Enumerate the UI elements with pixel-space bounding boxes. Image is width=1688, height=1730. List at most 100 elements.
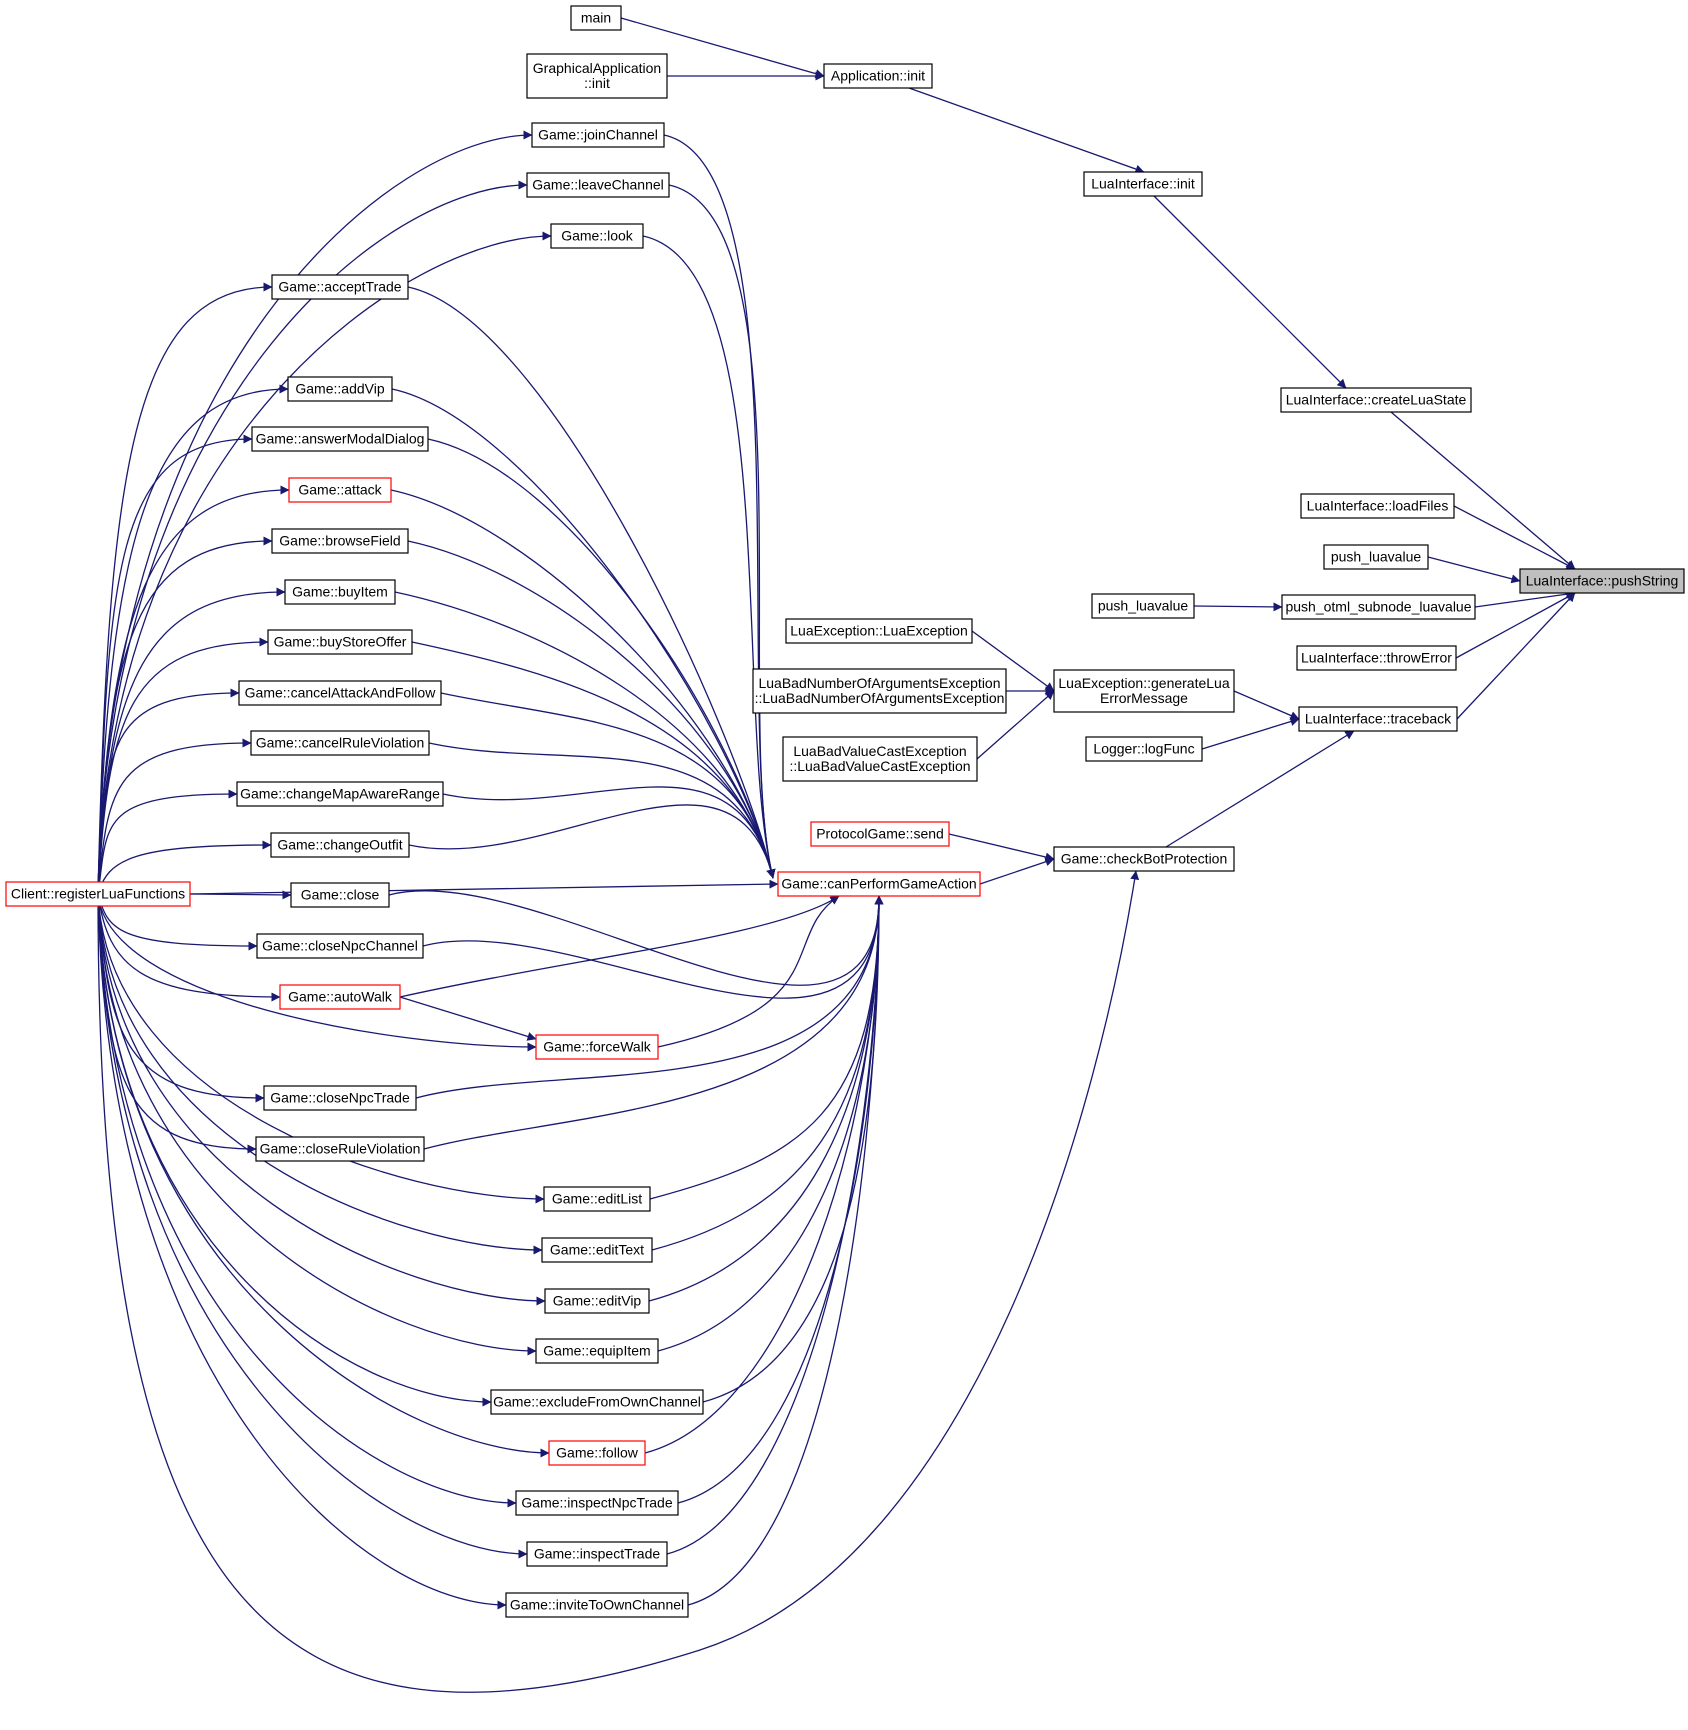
- node-label: Game::attack: [298, 482, 382, 498]
- node-cancelattack[interactable]: Game::cancelAttackAndFollow: [238, 680, 442, 706]
- node-label: Game::close: [301, 887, 380, 903]
- node-browsefield[interactable]: Game::browseField: [271, 528, 409, 554]
- node-inspecttrade[interactable]: Game::inspectTrade: [526, 1541, 668, 1567]
- node-box: [570, 5, 622, 31]
- node-forcewalk[interactable]: Game::forceWalk: [535, 1034, 659, 1060]
- node-logfunc[interactable]: Logger::logFunc: [1085, 736, 1203, 762]
- node-leavechannel[interactable]: Game::leaveChannel: [526, 172, 670, 198]
- node-label: Game::autoWalk: [288, 989, 393, 1005]
- node-closenpctrade[interactable]: Game::closeNpcTrade: [263, 1085, 417, 1111]
- node-changeoutfit[interactable]: Game::changeOutfit: [270, 832, 410, 858]
- edge-forcewalk-to-canperform: [657, 895, 840, 1048]
- node-box: [782, 736, 978, 782]
- node-graphicalapp-init[interactable]: GraphicalApplication::init: [526, 53, 668, 99]
- node-luabadvalue[interactable]: LuaBadValueCastException::LuaBadValueCas…: [782, 736, 978, 782]
- edge-registerlua-to-changemap: [97, 789, 238, 895]
- node-traceback[interactable]: LuaInterface::traceback: [1298, 706, 1458, 732]
- edge-inspectnpctrade-to-canperform: [677, 895, 884, 1504]
- node-label: Game::cancelRuleViolation: [256, 735, 425, 751]
- node-label: LuaInterface::createLuaState: [1286, 392, 1467, 408]
- node-label: LuaInterface::pushString: [1526, 573, 1679, 589]
- node-inspectnpctrade[interactable]: Game::inspectNpcTrade: [515, 1490, 679, 1516]
- edge-registerlua-to-look: [97, 231, 552, 895]
- node-pushstring[interactable]: LuaInterface::pushString: [1519, 568, 1685, 594]
- node-buystoreoffer[interactable]: Game::buyStoreOffer: [267, 629, 413, 655]
- node-label: Game::closeRuleViolation: [260, 1141, 421, 1157]
- edge-registerlua-to-forcewalk: [97, 893, 537, 1052]
- node-equipitem[interactable]: Game::equipItem: [535, 1338, 659, 1364]
- node-label: LuaInterface::init: [1091, 176, 1195, 192]
- node-label: Game::joinChannel: [538, 127, 658, 143]
- node-look[interactable]: Game::look: [550, 223, 644, 249]
- node-box: [505, 1592, 689, 1618]
- edge-createluastate-to-pushstring: [1390, 411, 1576, 570]
- node-protocolgame-send[interactable]: ProtocolGame::send: [810, 821, 950, 847]
- node-joinchannel[interactable]: Game::joinChannel: [531, 122, 665, 148]
- node-push-luavalue-b[interactable]: push_luavalue: [1091, 593, 1195, 619]
- node-loadfiles[interactable]: LuaInterface::loadFiles: [1300, 493, 1455, 519]
- node-throwerror[interactable]: LuaInterface::throwError: [1296, 645, 1457, 671]
- node-checkbotprotection[interactable]: Game::checkBotProtection: [1053, 846, 1235, 872]
- node-box: [238, 680, 442, 706]
- node-box: [1083, 171, 1203, 197]
- node-label: Game::addVip: [295, 381, 384, 397]
- node-box: [543, 1186, 651, 1212]
- node-cancelrule[interactable]: Game::cancelRuleViolation: [250, 730, 430, 756]
- node-answermodal[interactable]: Game::answerModalDialog: [251, 426, 429, 452]
- node-box: [1280, 387, 1472, 413]
- node-changemap[interactable]: Game::changeMapAwareRange: [236, 781, 444, 807]
- node-box: [490, 1389, 704, 1415]
- node-editlist[interactable]: Game::editList: [543, 1186, 651, 1212]
- node-excludefromown[interactable]: Game::excludeFromOwnChannel: [490, 1389, 704, 1415]
- node-addvip[interactable]: Game::addVip: [287, 376, 393, 402]
- node-edittext[interactable]: Game::editText: [541, 1237, 653, 1263]
- edge-edittext-to-canperform: [651, 895, 884, 1251]
- edge-registerlua-to-cancelrule: [97, 738, 252, 895]
- edge-registerlua-to-closerule: [97, 893, 257, 1154]
- edge-registerlua-to-leavechannel: [97, 180, 528, 895]
- edge-closenpcchannel-to-canperform: [422, 895, 884, 999]
- node-luabadnum[interactable]: LuaBadNumberOfArgumentsException::LuaBad…: [752, 668, 1007, 714]
- node-box: [531, 122, 665, 148]
- edge-main-to-application-init: [620, 17, 825, 78]
- node-box: [1300, 493, 1455, 519]
- node-box: [271, 528, 409, 554]
- edge-registerlua-to-accepttrade: [97, 282, 273, 895]
- node-label: Game::editVip: [553, 1293, 642, 1309]
- edge-buystoreoffer-to-canperform: [411, 641, 776, 879]
- node-follow[interactable]: Game::follow: [548, 1440, 646, 1466]
- node-canperform[interactable]: Game::canPerformGameAction: [777, 871, 981, 897]
- edge-joinchannel-to-canperform: [663, 134, 776, 879]
- node-label: Game::cancelAttackAndFollow: [245, 685, 437, 701]
- node-application-init[interactable]: Application::init: [823, 63, 933, 89]
- node-createluastate[interactable]: LuaInterface::createLuaState: [1280, 387, 1472, 413]
- edge-closerule-to-canperform: [423, 895, 884, 1150]
- node-registerlua[interactable]: Client::registerLuaFunctions: [5, 881, 191, 907]
- node-autowalk[interactable]: Game::autoWalk: [279, 984, 401, 1010]
- edge-close-to-canperform: [388, 890, 884, 986]
- node-attack[interactable]: Game::attack: [288, 477, 392, 503]
- node-luaexception-ctor[interactable]: LuaException::LuaException: [785, 618, 973, 644]
- node-box: [541, 1237, 653, 1263]
- node-editvip[interactable]: Game::editVip: [544, 1288, 650, 1314]
- edge-throwerror-to-pushstring: [1455, 592, 1576, 659]
- node-box: [785, 618, 973, 644]
- node-box: [1519, 568, 1685, 594]
- node-label: Game::leaveChannel: [532, 177, 664, 193]
- node-closenpcchannel[interactable]: Game::closeNpcChannel: [256, 933, 424, 959]
- edge-registerlua-to-edittext: [97, 893, 543, 1255]
- node-buyitem[interactable]: Game::buyItem: [284, 579, 396, 605]
- node-close[interactable]: Game::close: [290, 882, 390, 908]
- node-luainterface-init[interactable]: LuaInterface::init: [1083, 171, 1203, 197]
- edge-registerlua-to-checkbotprotection: [97, 870, 1140, 1693]
- node-main[interactable]: main: [570, 5, 622, 31]
- node-push-otml[interactable]: push_otml_subnode_luavalue: [1281, 594, 1476, 620]
- node-label: Game::inspectNpcTrade: [521, 1495, 672, 1511]
- node-push-luavalue-a[interactable]: push_luavalue: [1323, 544, 1429, 570]
- edge-registerlua-to-inspecttrade: [97, 893, 528, 1559]
- node-accepttrade[interactable]: Game::acceptTrade: [271, 274, 409, 300]
- node-invitetoown[interactable]: Game::inviteToOwnChannel: [505, 1592, 689, 1618]
- node-box: [288, 477, 392, 503]
- node-closerule[interactable]: Game::closeRuleViolation: [255, 1136, 425, 1162]
